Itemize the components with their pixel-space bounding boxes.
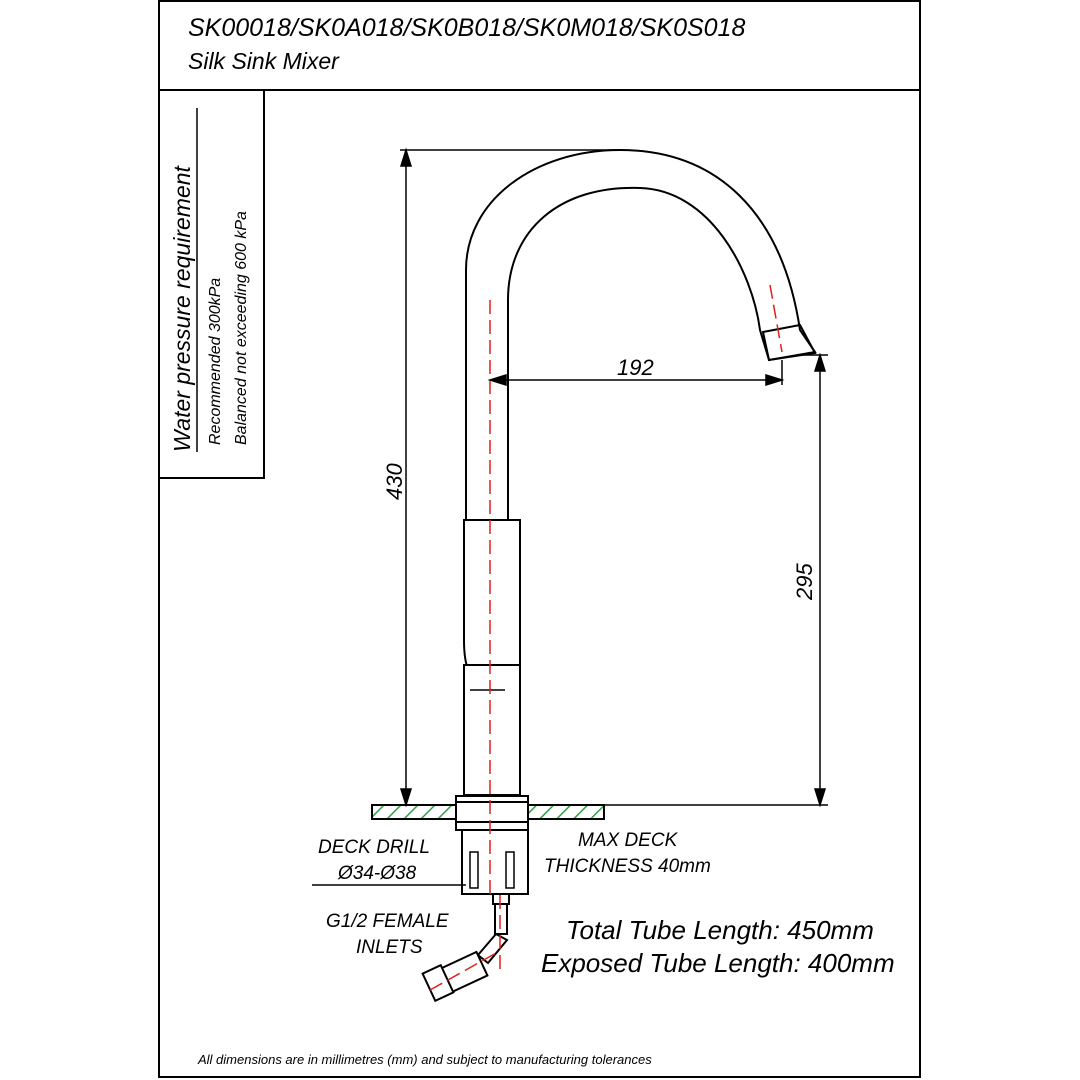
reach-value: 192 — [617, 355, 654, 380]
pressure-requirement-box: Water pressure requirement Recommended 3… — [159, 89, 265, 479]
reach-dimension — [487, 360, 785, 387]
height-value: 430 — [382, 463, 407, 500]
max-deck-line2: THICKNESS 40mm — [544, 856, 711, 877]
inlets-line2: INLETS — [356, 937, 423, 958]
model-codes: SK00018/SK0A018/SK0B018/SK0M018/SK0S018 — [188, 14, 745, 42]
pressure-title: Water pressure requirement — [169, 164, 195, 452]
pressure-recommended: Recommended 300kPa — [207, 278, 224, 445]
deck-drill-value: Ø34-Ø38 — [337, 863, 417, 884]
product-name: Silk Sink Mixer — [188, 48, 340, 74]
spout-height-value: 295 — [792, 563, 817, 601]
spout-height-dimension — [604, 352, 828, 808]
height-dimension — [399, 147, 620, 808]
footer-note: All dimensions are in millimetres (mm) a… — [197, 1052, 652, 1067]
drawing-frame — [158, 0, 921, 1078]
deck-drill-title: DECK DRILL — [318, 837, 430, 858]
total-tube-length: Total Tube Length: 450mm — [566, 915, 874, 945]
pressure-balanced: Balanced not exceeding 600 kPa — [233, 211, 250, 445]
max-deck-line1: MAX DECK — [578, 830, 679, 851]
inlets-line1: G1/2 FEMALE — [326, 911, 449, 932]
centerlines — [429, 284, 783, 991]
exposed-tube-length: Exposed Tube Length: 400mm — [541, 948, 895, 978]
